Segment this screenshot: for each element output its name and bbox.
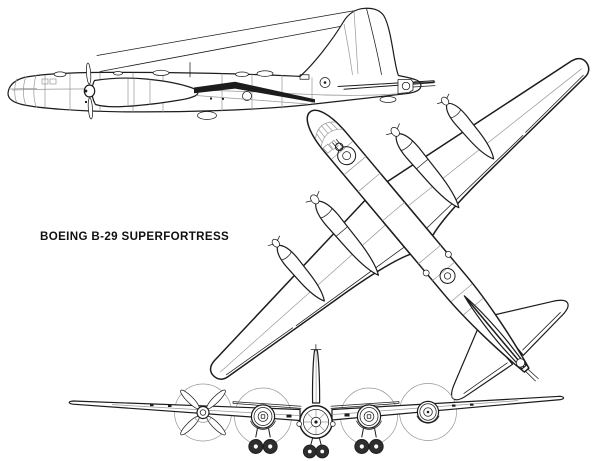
front-outer-nacelle-right [416, 400, 440, 424]
front-inner-nacelle-left [248, 404, 278, 454]
side-engine-nacelle-and-propeller [83, 62, 199, 120]
front-outer-propeller-left-feathered [180, 389, 226, 436]
side-wing-edge [194, 81, 315, 105]
diagram-title: BOEING B-29 SUPERFORTRESS [40, 230, 230, 243]
side-fuselage-and-fin [7, 7, 422, 120]
front-fuselage-nose [296, 405, 336, 439]
side-view-drawing [7, 7, 436, 120]
front-tailplane-edges [232, 401, 400, 409]
front-view-drawing [68, 344, 565, 459]
plan-fin-and-tail-gun [463, 295, 539, 382]
plan-inner-nacelles [305, 123, 460, 276]
side-tailplane-and-tail-turret [337, 79, 436, 94]
front-nose-gear [302, 438, 330, 459]
plan-outer-nacelles [267, 93, 495, 302]
front-inner-nacelle-right [354, 404, 384, 454]
top-view-drawing [209, 57, 590, 401]
front-vertical-fin [310, 344, 322, 404]
side-construction-lines [96, 8, 368, 72]
